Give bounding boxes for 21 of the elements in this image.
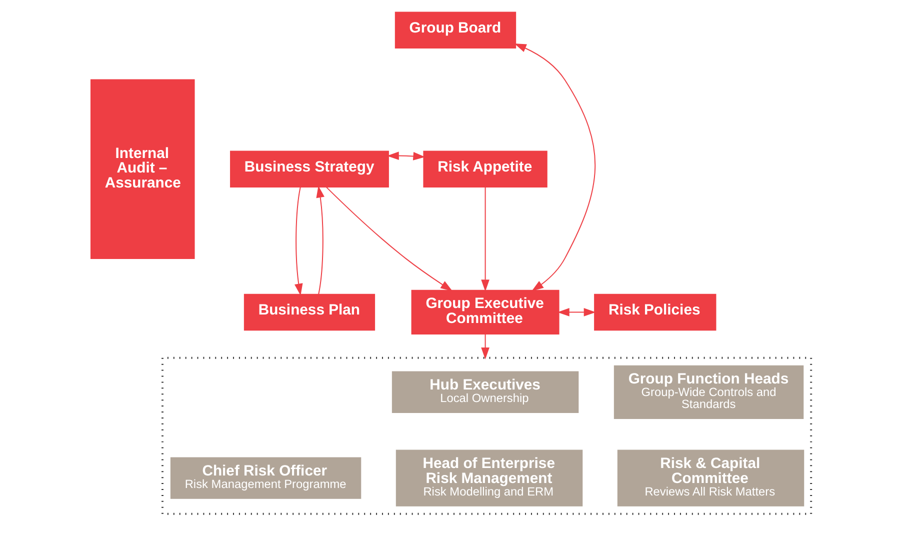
arrow (480, 186, 489, 292)
node-box: Risk Appetite (422, 150, 547, 188)
node-box: Head of Enterprise Risk Management Risk Modelling and ERM (395, 450, 582, 506)
arrow (326, 186, 452, 292)
node-box: Risk Policies (594, 294, 716, 331)
node-box: Internal Audit – Assurance (90, 79, 194, 260)
node-box: Business Plan (243, 294, 375, 331)
node-box: Group Function Heads Group-Wide Controls and Standards (613, 365, 804, 419)
arrow (514, 44, 596, 292)
arrow (556, 308, 596, 316)
node-box: Hub Executives Local Ownership (391, 371, 578, 413)
node-box: Risk & Capital Committee Reviews All Risk Matters (616, 450, 804, 506)
arrow (386, 152, 425, 160)
node-box: Group Executive Committee (410, 290, 559, 335)
node-box: Group Board (394, 12, 516, 48)
cluster (161, 356, 812, 515)
arrow (480, 334, 489, 360)
arrow (294, 186, 302, 296)
node-box: Chief Risk Officer Risk Management Programme (170, 457, 361, 499)
arrow (316, 186, 324, 295)
node-box: Business Strategy (230, 150, 388, 188)
